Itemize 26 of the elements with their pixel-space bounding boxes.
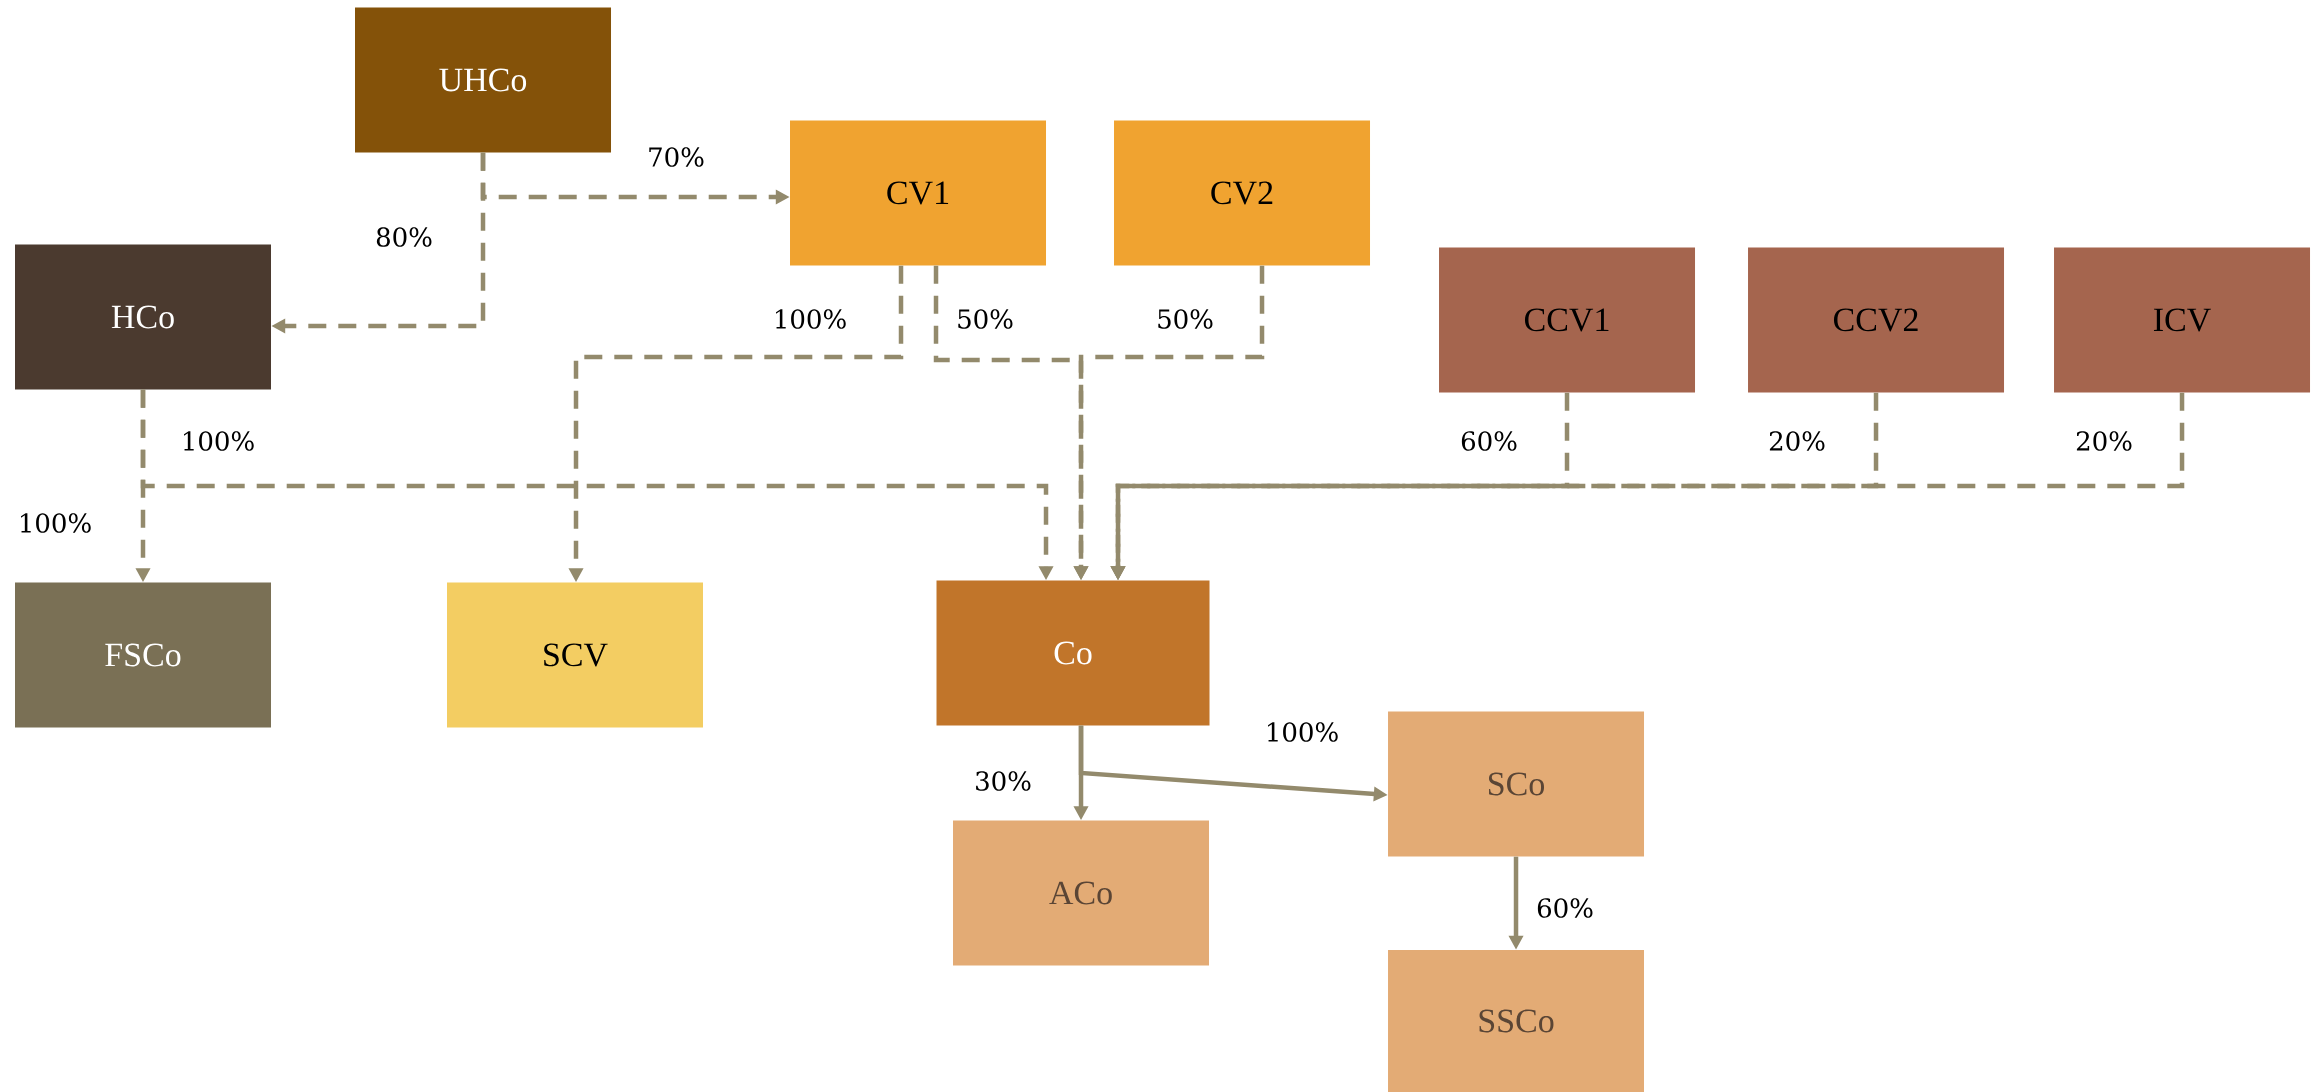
edge-label: 20%	[2076, 431, 2132, 451]
entity-box: Co	[936, 580, 1210, 726]
edge-label: 100%	[184, 431, 254, 451]
entity-box: CCV1	[1439, 247, 1695, 393]
edge-label: 50%	[958, 309, 1013, 329]
edge-label: 70%	[649, 147, 704, 167]
entity-box: CCV2	[1748, 247, 2005, 393]
entity-box: CV1	[790, 120, 1046, 266]
edge-label: 50%	[1158, 309, 1213, 329]
edge-label: 60%	[1461, 431, 1517, 451]
edge-label: 100%	[776, 309, 846, 329]
entity-box: UHCo	[355, 7, 611, 153]
edge-label: 60%	[1537, 898, 1593, 918]
entity-box: HCo	[15, 244, 271, 390]
entity-box: FSCo	[15, 582, 271, 728]
entity-box: SCV	[447, 582, 703, 728]
edge-label: 20%	[1769, 431, 1825, 451]
entity-box: CV2	[1114, 120, 1370, 266]
edge-label: 100%	[1268, 722, 1338, 742]
entity-box: SCo	[1388, 711, 1644, 857]
edge-label: 30%	[976, 771, 1031, 791]
entity-box: SSCo	[1388, 950, 1644, 1092]
entity-box: ICV	[2054, 247, 2311, 393]
edge-label: 100%	[21, 513, 91, 533]
edge-label: 80%	[376, 227, 432, 247]
entity-box: ACo	[953, 820, 1209, 966]
